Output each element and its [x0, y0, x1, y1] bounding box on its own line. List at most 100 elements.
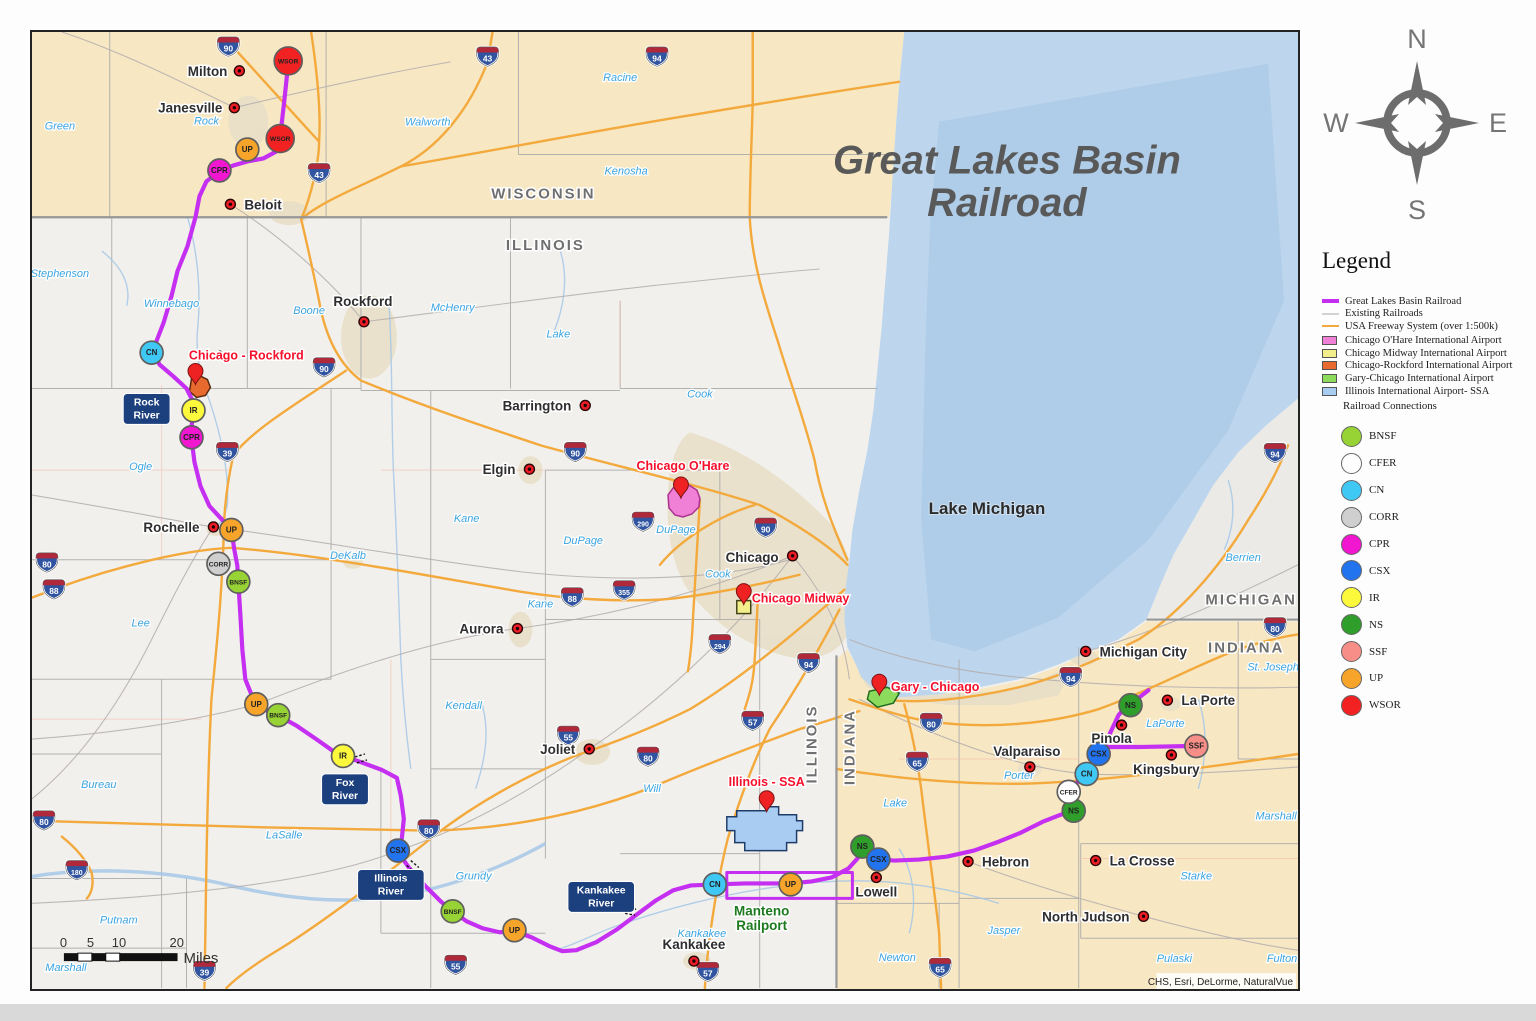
legend-connection-label: CSX: [1369, 564, 1391, 577]
svg-text:55: 55: [564, 733, 574, 743]
svg-text:CSX: CSX: [870, 855, 887, 864]
svg-text:57: 57: [703, 969, 713, 979]
connection-marker-ns: NS: [850, 834, 875, 859]
svg-text:SSF: SSF: [1189, 742, 1205, 751]
legend-area-swatch: [1322, 386, 1337, 396]
county-label-putnam: Putnam: [100, 914, 138, 926]
county-label-ogle: Ogle: [129, 461, 152, 473]
svg-text:CPR: CPR: [183, 433, 200, 442]
connection-marker-csx: CSX: [385, 838, 411, 863]
state-label-wisconsin: WISCONSIN: [491, 185, 595, 202]
legend-line-item: Existing Railroads: [1322, 308, 1498, 321]
svg-text:88: 88: [49, 586, 59, 596]
connection-marker-up: UP: [778, 872, 803, 897]
interstate-shield-94: 94: [796, 652, 821, 674]
compass-spikes: [1355, 61, 1479, 185]
svg-text:Joliet: Joliet: [540, 742, 576, 757]
city-la-crosse: La Crosse: [1089, 852, 1177, 870]
county-label-cook: Cook: [705, 569, 731, 581]
city-pinola: Pinola: [1090, 719, 1134, 748]
legend-connections-title: Railroad Connections: [1343, 400, 1437, 412]
county-label-jasper: Jasper: [986, 925, 1021, 937]
legend-connection-swatch: [1341, 479, 1362, 501]
svg-text:NS: NS: [1068, 806, 1079, 815]
city-markers: MiltonJanesvilleBeloitRockfordRochelleBa…: [142, 62, 1237, 967]
legend-connection-item: CSX: [1341, 557, 1401, 584]
legend-connection-item: CORR: [1341, 504, 1401, 531]
connection-marker-up: UP: [243, 691, 269, 717]
minor-roads: [32, 300, 1298, 860]
svg-text:CORR: CORR: [209, 561, 229, 568]
legend-connection-item: CPR: [1341, 531, 1401, 558]
connection-marker-csx: CSX: [866, 847, 891, 872]
county-label-starke: Starke: [1181, 870, 1213, 882]
county-label-kendall: Kendall: [445, 700, 482, 712]
lake-michigan-label: Lake Michigan: [929, 499, 1046, 518]
svg-text:Fox: Fox: [336, 778, 355, 789]
bottom-strip: [0, 1004, 1536, 1021]
svg-text:Barrington: Barrington: [503, 398, 572, 413]
svg-text:43: 43: [314, 170, 324, 180]
legend-connection-label: SSF: [1369, 645, 1388, 658]
map-svg: 9043439490399080888829035590294945557808…: [32, 32, 1298, 989]
svg-text:WSOR: WSOR: [278, 58, 299, 65]
map-title-line2: Railroad: [927, 181, 1088, 225]
compass-rose: N S W E: [1323, 24, 1507, 225]
legend-connection-swatch: [1341, 614, 1362, 636]
city-milton: Milton: [186, 62, 246, 80]
connection-marker-up: UP: [219, 517, 244, 543]
county-label-winnebago: Winnebago: [144, 298, 199, 310]
state-label-indiana: INDIANA: [1208, 639, 1284, 656]
svg-text:NS: NS: [1125, 701, 1136, 710]
svg-text:CN: CN: [146, 348, 158, 357]
state-label-vertical-illinois: ILLINOIS: [804, 705, 821, 784]
city-rochelle: Rochelle: [142, 518, 220, 536]
city-rockford: Rockford: [332, 292, 394, 328]
map-pin-icon: [735, 583, 752, 607]
legend-area-swatch: [1322, 348, 1337, 358]
connection-marker-bnsf: BNSF: [440, 899, 465, 924]
map-title-line1: Great Lakes Basin: [833, 138, 1181, 182]
svg-text:88: 88: [568, 594, 578, 604]
legend-line-swatch: [1322, 312, 1339, 315]
county-label-kenosha: Kenosha: [605, 165, 648, 177]
county-label-pulaski: Pulaski: [1157, 953, 1193, 965]
connection-marker-ns: NS: [1118, 692, 1143, 718]
interstate-shield-80: 80: [34, 551, 60, 574]
map-pin-icon: [871, 673, 888, 697]
svg-text:80: 80: [643, 753, 653, 763]
county-borders: [32, 32, 1298, 989]
svg-text:290: 290: [637, 521, 649, 528]
svg-text:Rock: Rock: [134, 397, 160, 408]
connection-marker-up: UP: [235, 137, 260, 162]
freeways: [32, 32, 1298, 989]
city-kingsbury: Kingsbury: [1132, 749, 1202, 778]
legend-connection-swatch: [1341, 667, 1362, 689]
svg-text:Kingsbury: Kingsbury: [1133, 762, 1200, 777]
city-janesville: Janesville: [157, 99, 241, 117]
interstate-shield-80: 80: [416, 818, 441, 841]
svg-text:La Crosse: La Crosse: [1110, 854, 1176, 869]
connection-marker-cn: CN: [139, 340, 164, 365]
interstate-shield-90: 90: [312, 356, 337, 379]
svg-text:CPR: CPR: [211, 166, 228, 175]
svg-text:80: 80: [1270, 624, 1280, 634]
connection-marker-cfer: CFER: [1056, 779, 1082, 805]
interstate-shield-80: 80: [635, 745, 661, 768]
legend-connection-swatch: [1341, 533, 1362, 555]
svg-text:BNSF: BNSF: [444, 909, 462, 916]
svg-text:94: 94: [652, 53, 662, 63]
connection-marker-corr: CORR: [206, 551, 231, 577]
legend-area-item: Gary-Chicago International Airport: [1322, 372, 1512, 385]
interstate-shield-94: 94: [644, 45, 670, 68]
county-label-grundy: Grundy: [456, 870, 493, 882]
city-aurora: Aurora: [458, 620, 524, 638]
legend-connection-swatch: [1341, 560, 1362, 582]
legend-connection-label: CN: [1369, 484, 1385, 497]
state-label-illinois: ILLINOIS: [506, 237, 585, 254]
